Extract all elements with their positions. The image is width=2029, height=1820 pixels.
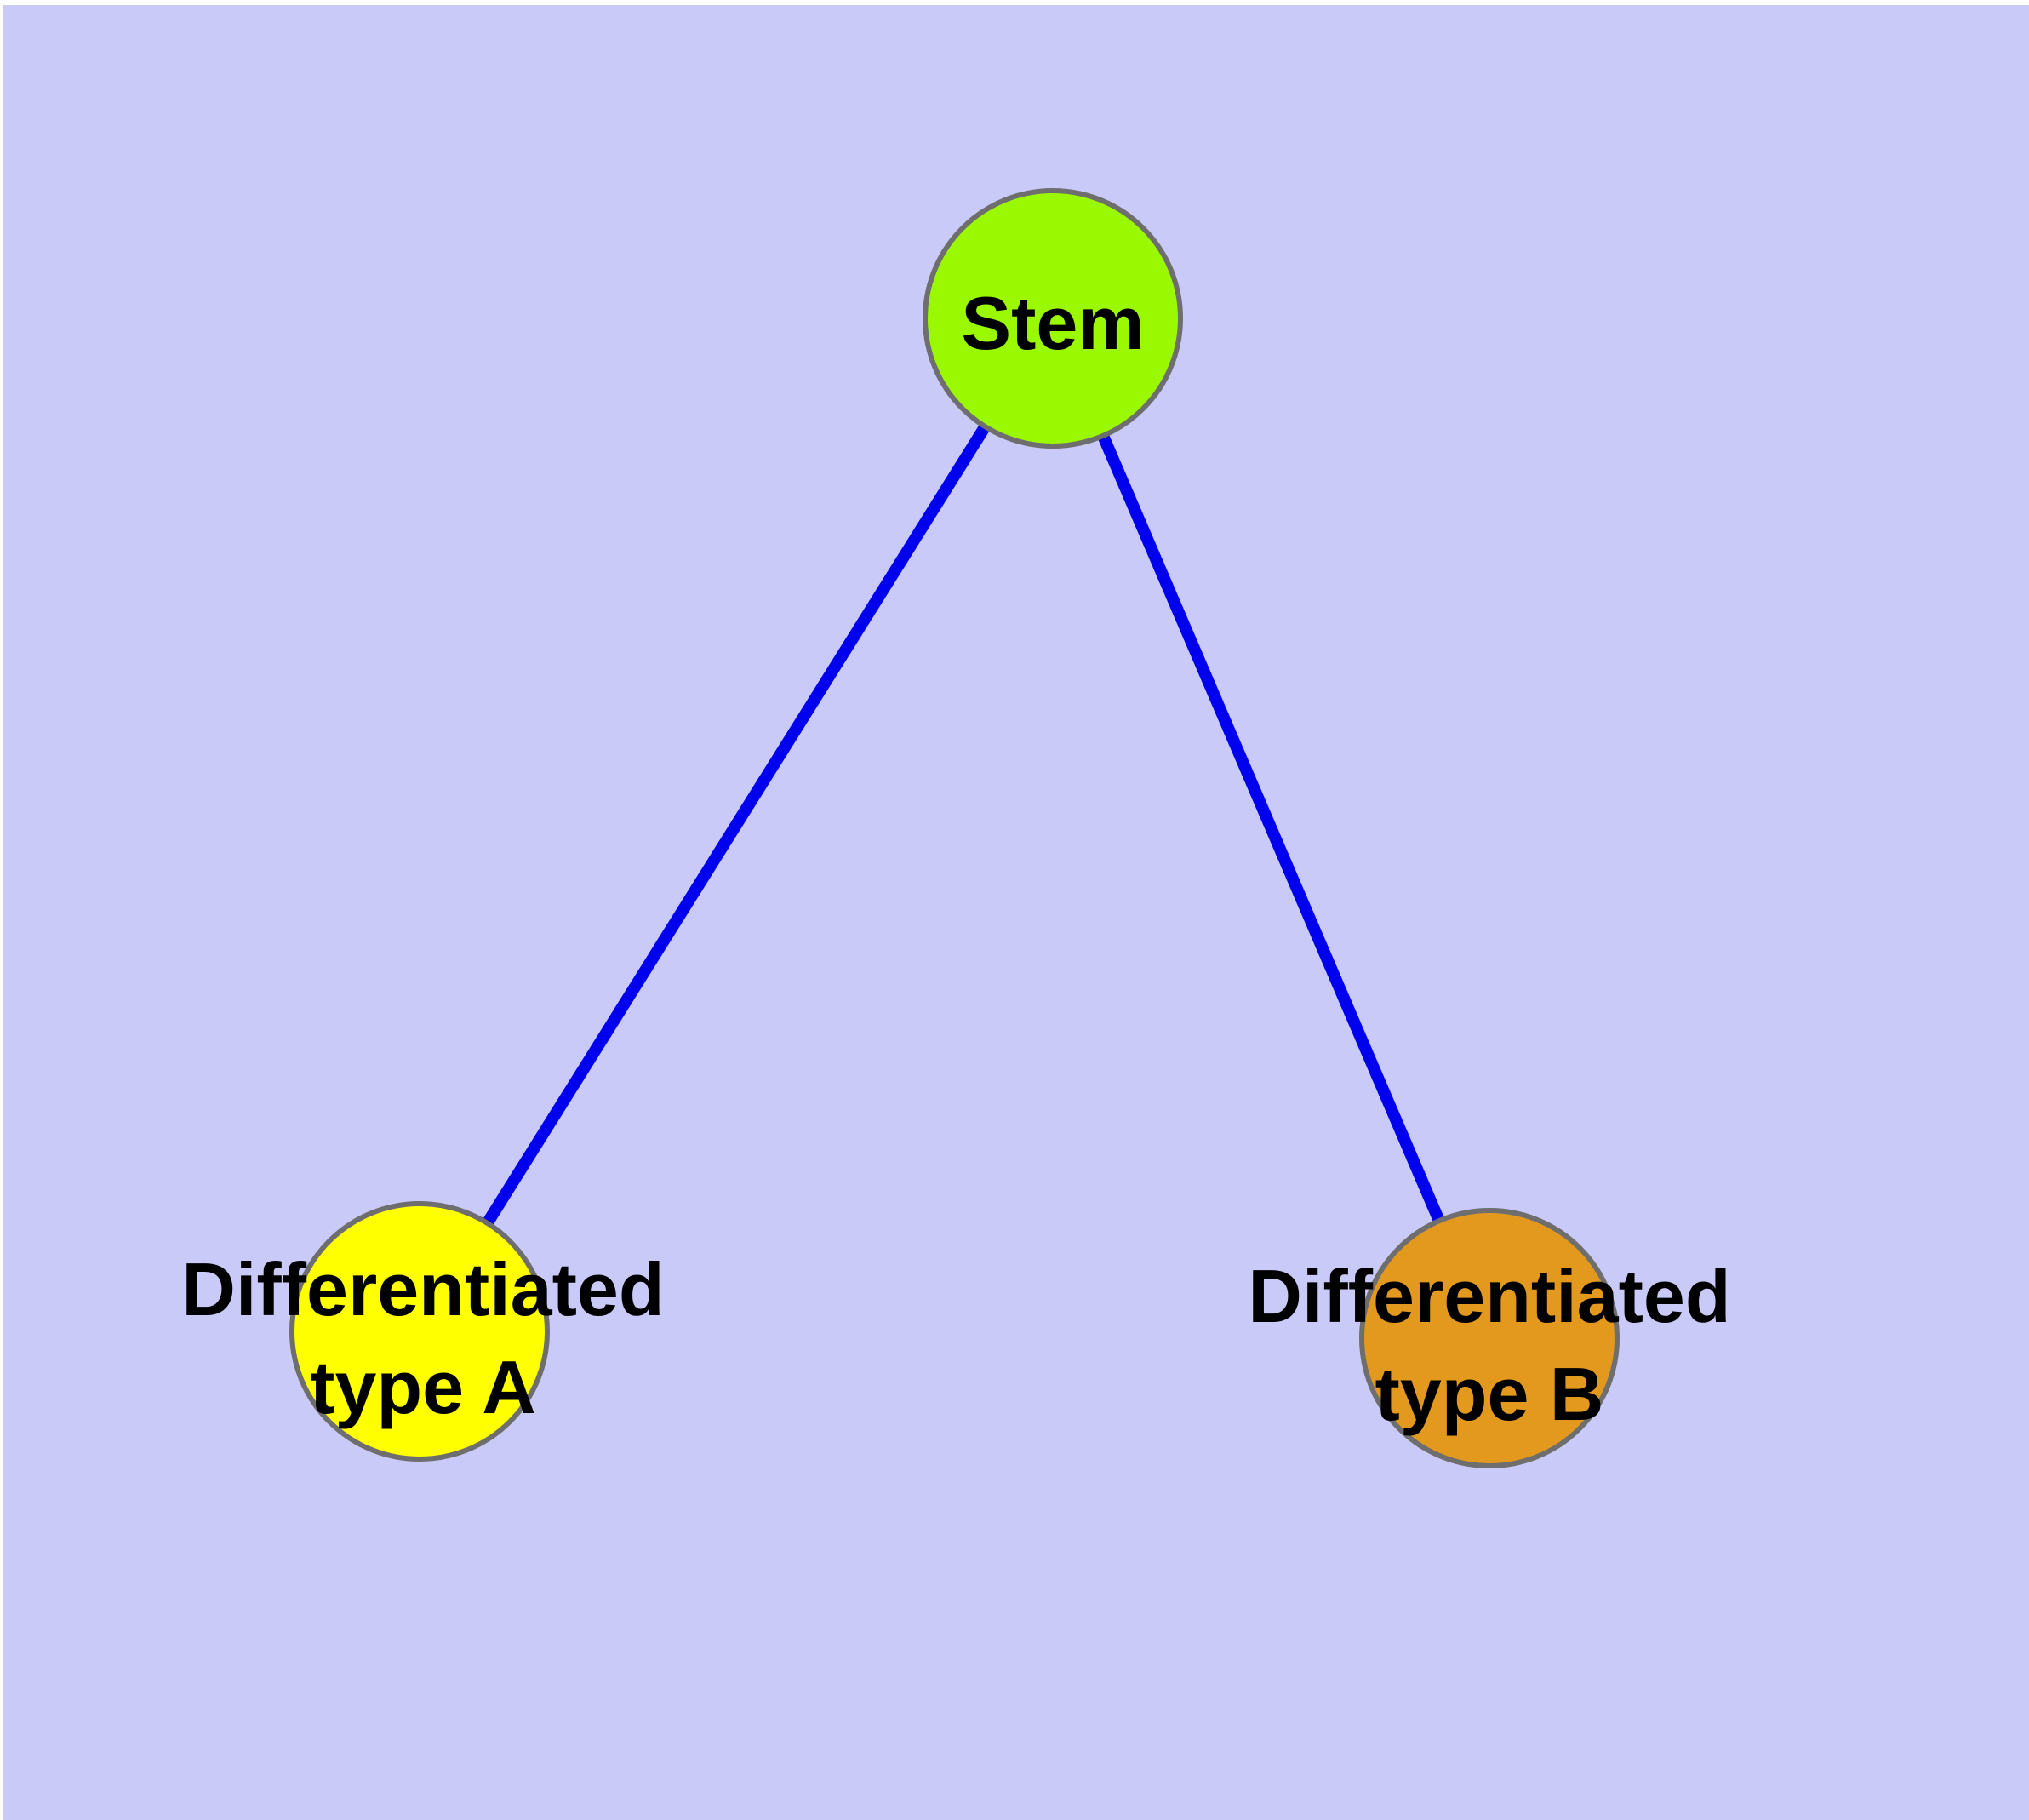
left-margin-strip [0,0,3,1820]
edge-stem-to-type-b[interactable] [1047,316,1495,1341]
edge-stem-to-type-a[interactable] [414,315,1058,1335]
top-margin-strip [0,0,2029,5]
node-stem-circle[interactable] [923,188,1183,449]
node-type-a-circle[interactable] [289,1201,550,1462]
node-type-b-circle[interactable] [1359,1208,1620,1468]
node-type-b-label-line1: Differentiated [1248,1254,1730,1338]
node-type-a-label-line2: type A [310,1345,536,1429]
node-type-b-label-line2: type B [1375,1352,1604,1436]
node-stem-label: Stem [961,281,1144,365]
node-type-a-label-line1: Differentiated [181,1247,664,1331]
